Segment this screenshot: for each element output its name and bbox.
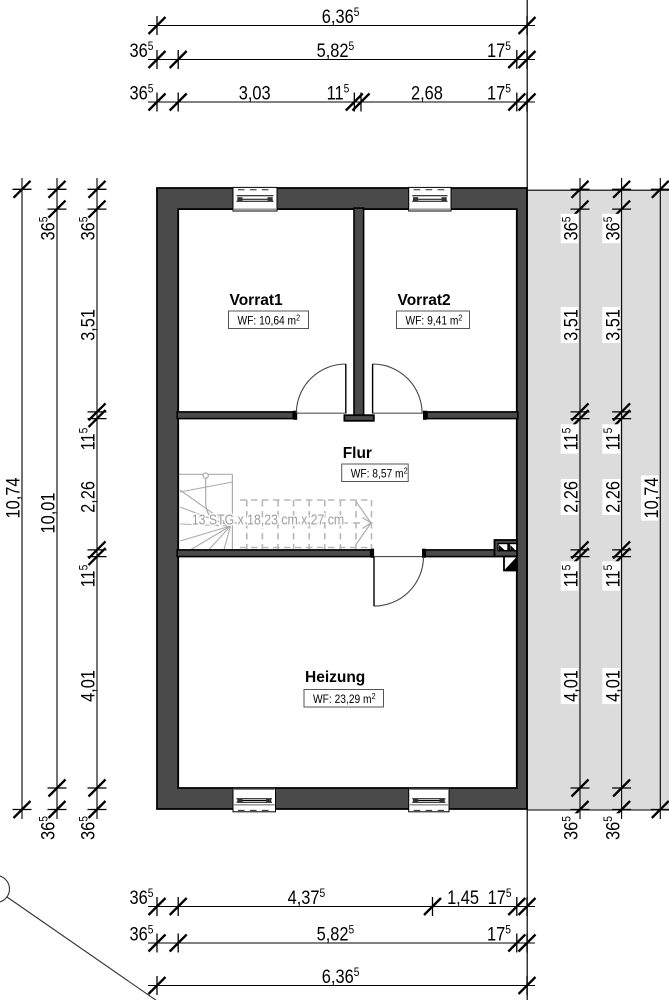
svg-text:Flur: Flur [343, 445, 372, 462]
svg-text:10,74: 10,74 [641, 478, 663, 519]
svg-text:175: 175 [487, 923, 511, 945]
svg-text:365: 365 [130, 82, 154, 104]
svg-text:365: 365 [77, 816, 99, 840]
svg-text:365: 365 [77, 217, 99, 241]
svg-text:365: 365 [37, 217, 59, 241]
svg-text:2,26: 2,26 [77, 481, 99, 513]
svg-text:Vorrat2: Vorrat2 [398, 292, 451, 309]
svg-text:2,68: 2,68 [411, 82, 443, 104]
svg-text:175: 175 [488, 887, 512, 909]
svg-text:10,74: 10,74 [2, 478, 24, 519]
svg-text:2,26: 2,26 [602, 481, 624, 513]
svg-text:2,26: 2,26 [560, 481, 582, 513]
svg-text:365: 365 [602, 217, 624, 241]
svg-text:365: 365 [130, 40, 154, 62]
svg-text:Vorrat1: Vorrat1 [230, 292, 284, 309]
svg-text:4,375: 4,375 [288, 887, 326, 909]
svg-text:4,01: 4,01 [560, 670, 582, 702]
svg-text:175: 175 [487, 82, 511, 104]
svg-text:4,01: 4,01 [602, 670, 624, 702]
svg-text:4,01: 4,01 [77, 670, 99, 702]
svg-text:6,365: 6,365 [322, 6, 360, 28]
svg-text:3,03: 3,03 [239, 82, 271, 104]
svg-text:3,51: 3,51 [77, 309, 99, 341]
svg-text:175: 175 [487, 40, 511, 62]
svg-text:365: 365 [602, 816, 624, 840]
svg-text:WF: 23,29 m2: WF: 23,29 m2 [313, 691, 376, 706]
svg-text:365: 365 [560, 816, 582, 840]
svg-text:WF: 9,41 m2: WF: 9,41 m2 [406, 313, 463, 328]
svg-text:1,45: 1,45 [447, 887, 479, 909]
svg-text:WF: 10,64 m2: WF: 10,64 m2 [238, 313, 301, 328]
svg-text:365: 365 [560, 217, 582, 241]
svg-text:3,51: 3,51 [602, 309, 624, 341]
svg-text:365: 365 [130, 923, 154, 945]
svg-text:365: 365 [37, 816, 59, 840]
svg-text:10,01: 10,01 [37, 493, 59, 534]
svg-text:13 STG x 18,23 cm x 27 cm: 13 STG x 18,23 cm x 27 cm [192, 511, 344, 527]
svg-text:6,365: 6,365 [322, 966, 360, 988]
svg-text:WF: 8,57 m2: WF: 8,57 m2 [351, 466, 408, 481]
svg-text:5,825: 5,825 [317, 923, 355, 945]
svg-text:365: 365 [130, 887, 154, 909]
svg-text:Heizung: Heizung [305, 669, 365, 686]
svg-text:3,51: 3,51 [560, 309, 582, 341]
svg-text:5,825: 5,825 [317, 40, 355, 62]
